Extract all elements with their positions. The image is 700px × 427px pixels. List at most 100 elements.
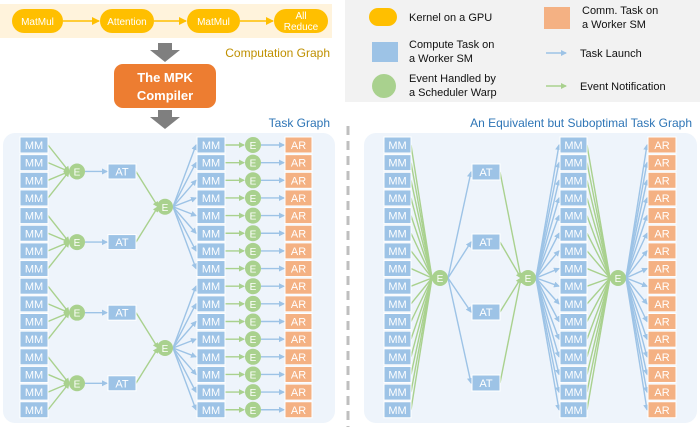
- ar-task: [284, 330, 313, 348]
- at-task-label: AT: [479, 237, 493, 249]
- mm-task-label: MM: [564, 334, 582, 346]
- mm-task-label: MM: [25, 175, 43, 187]
- task-launch-edge: [447, 171, 473, 279]
- task-launch-edge: [535, 232, 560, 279]
- mm-task: [559, 154, 588, 172]
- legend-event-notification-label: Event Notification: [580, 81, 666, 93]
- ar-task: [284, 365, 313, 383]
- kernel-node-label: MatMul: [197, 17, 230, 28]
- mm-task-label: MM: [25, 317, 43, 329]
- mm-task: [383, 401, 412, 419]
- ar-task-label: AR: [291, 334, 306, 346]
- event-node-label: E: [250, 406, 257, 417]
- event-notification-edge: [499, 277, 522, 313]
- event-notification-edge: [586, 277, 611, 322]
- mm-task-label: MM: [202, 299, 220, 311]
- at-task: [471, 303, 501, 321]
- mm-task: [383, 242, 412, 260]
- task-launch-edge: [172, 206, 197, 217]
- at-task: [107, 163, 137, 180]
- mm-task: [383, 136, 412, 154]
- mm-task: [559, 242, 588, 260]
- legend-compute-task-line2: a Worker SM: [409, 53, 473, 65]
- task-launch-edge: [535, 267, 560, 279]
- mm-task: [196, 313, 226, 330]
- task-launch-edge: [172, 196, 197, 208]
- ar-task: [647, 189, 677, 207]
- task-launch-edge: [172, 347, 197, 358]
- mm-task: [383, 295, 412, 313]
- mm-task-label: MM: [564, 281, 582, 293]
- event-node-label: E: [250, 353, 257, 364]
- legend-comm-task-line2: a Worker SM: [582, 19, 646, 31]
- ar-task-label: AR: [654, 281, 669, 293]
- event-notification-edge: [410, 277, 433, 287]
- mm-task-label: MM: [25, 352, 43, 364]
- mm-task-label: MM: [564, 246, 582, 258]
- mm-task-label: MM: [25, 299, 43, 311]
- task-launch-edge: [172, 285, 198, 349]
- mm-task-label: MM: [388, 317, 406, 329]
- mm-task-label: MM: [202, 405, 220, 417]
- event-node: [245, 348, 261, 365]
- mm-task-label: MM: [564, 352, 582, 364]
- mm-task: [559, 207, 588, 225]
- mm-task: [559, 171, 588, 189]
- ar-task-label: AR: [291, 352, 306, 364]
- task-launch-edge: [172, 161, 197, 208]
- mm-task: [383, 330, 412, 348]
- ar-task-label: AR: [291, 369, 306, 381]
- task-launch-edge: [625, 214, 649, 279]
- ar-task-label: AR: [654, 158, 669, 170]
- ar-task: [647, 154, 677, 172]
- event-node: [69, 234, 85, 251]
- mm-task: [19, 313, 49, 330]
- event-notification-edge: [47, 382, 70, 411]
- mm-task-label: MM: [202, 352, 220, 364]
- ar-task: [647, 277, 677, 295]
- task-launch-edge: [447, 277, 473, 384]
- ar-task: [647, 313, 677, 330]
- mm-task: [19, 224, 49, 242]
- legend-event-line2: a Scheduler Warp: [409, 87, 497, 99]
- mm-task-label: MM: [564, 264, 582, 276]
- event-notification-edge: [47, 311, 70, 340]
- ar-task-label: AR: [654, 246, 669, 258]
- mm-task-label: MM: [25, 211, 43, 223]
- kernel-node-label: All: [295, 11, 306, 22]
- mm-task-label: MM: [25, 158, 43, 170]
- ar-task-label: AR: [291, 299, 306, 311]
- ar-task: [647, 171, 677, 189]
- ar-task: [284, 383, 313, 401]
- event-node: [245, 137, 261, 153]
- ar-task-label: AR: [291, 211, 306, 223]
- mm-task: [559, 365, 588, 383]
- ar-task: [284, 348, 313, 366]
- mm-task-label: MM: [564, 228, 582, 240]
- event-notification-edge: [47, 241, 70, 269]
- event-notification-edge: [499, 277, 523, 384]
- kernel-node: [100, 9, 154, 33]
- mm-task: [383, 260, 412, 278]
- event-node-label: E: [250, 300, 257, 311]
- event-node: [245, 207, 261, 224]
- mm-task-label: MM: [388, 193, 406, 205]
- event-notification-edge: [135, 347, 159, 384]
- mm-task: [559, 313, 588, 330]
- event-node-label: E: [525, 274, 532, 285]
- mm-task: [383, 224, 412, 242]
- task-launch-edge: [625, 277, 650, 411]
- mm-task-label: MM: [202, 228, 220, 240]
- task-launch-edge: [172, 206, 197, 252]
- mm-task: [196, 365, 226, 383]
- mm-task-label: MM: [202, 140, 220, 152]
- legend-comm-task-line1: Comm. Task on: [582, 5, 658, 17]
- mm-task-label: MM: [202, 369, 220, 381]
- ar-task: [647, 383, 677, 401]
- mm-task: [19, 260, 49, 278]
- mm-task-label: MM: [25, 246, 43, 258]
- task-launch-edge: [447, 241, 472, 279]
- mm-task-label: MM: [202, 317, 220, 329]
- event-notification-edge: [47, 232, 70, 243]
